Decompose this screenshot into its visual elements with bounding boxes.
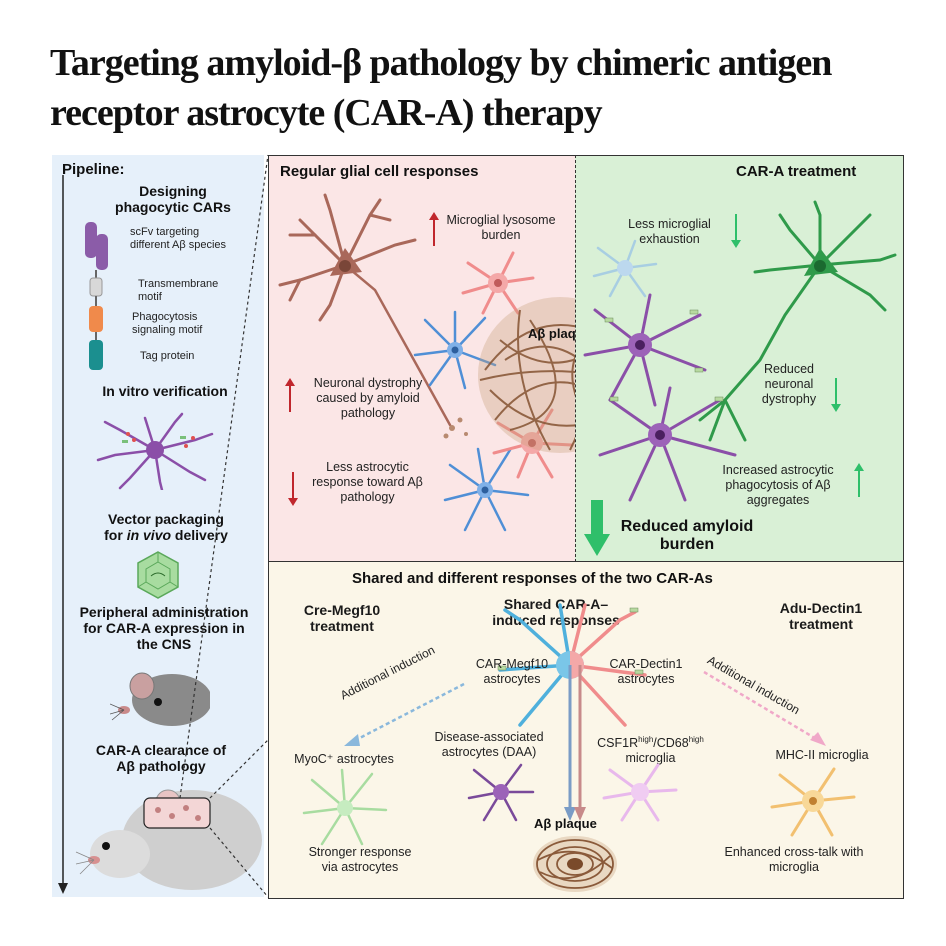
mouse-head-illustration [110,672,210,726]
plaque-label-bottom: Aβ plaque [534,816,597,831]
daa-label: Disease-associated astrocytes (DAA) [434,730,544,759]
csf-text-2: /CD68 [653,736,689,751]
pipeline-heading: Pipeline: [62,161,125,178]
shared-down-arrows [564,665,586,821]
exhaustion-down-arrow [731,214,741,248]
pipeline-step-clearance: CAR-A clearance of Aβ pathology [95,742,227,774]
csf1r-microglia-label: CSF1Rhigh/CD68high microglia [588,732,713,766]
adu-dectin1-heading: Adu-Dectin1 treatment [779,600,863,632]
astrocytic-response-label: Less astrocytic response toward Aβ patho… [312,460,423,504]
aav-capsid-icon [137,551,179,599]
car-label-tag: Tag protein [140,350,195,362]
csf-text-1: CSF1R [597,736,639,751]
pipeline-step-vector: Vector packaging for in vivo delivery [76,511,256,543]
vector-line2b: delivery [171,527,228,543]
additional-induction-right-arrow [703,670,826,746]
car-construct-diagram [85,222,108,370]
myoc-astrocyte-illustration [302,768,388,846]
csf-sup-2: high [688,735,704,744]
invitro-astrocyte-illustration [96,412,214,490]
pipeline-panel [52,155,264,897]
amyloid-plaque-small [533,836,617,892]
csf-sup-1: high [638,735,654,744]
scfv-domain-top [85,222,97,258]
car-astrocyte-purple-bottom [598,386,737,502]
pipeline-step-designing: Designing phagocytic CARs [115,183,231,215]
scfv-domain-bottom [96,234,108,270]
regular-heading: Regular glial cell responses [280,163,479,180]
neuronal-dystrophy-label: Neuronal dystrophy caused by amyloid pat… [313,376,423,420]
page-title: Targeting amyloid-β pathology by chimeri… [50,38,930,138]
astrocyte-blue-bottom [443,447,530,532]
pipeline-step-invitro: In vitro verification [102,383,228,399]
neuron-dystrophic-illustration [278,193,468,439]
pipeline-step-administration: Peripheral administration for CAR-A expr… [79,604,249,652]
car-label-transmembrane: Transmembrane motif [138,278,219,303]
shared-heading: Shared and different responses of the tw… [352,570,713,587]
mhc-microglia-illustration [770,767,856,837]
mouse-brain-illustration [75,789,262,890]
vector-line1: Vector packaging [108,511,224,527]
astrocytic-response-down-arrow [288,472,298,506]
csf-text-3: microglia [625,751,676,766]
microglial-burden-up-arrow [429,212,439,246]
daa-astrocyte-illustration [467,763,535,822]
microglia-faded-green-panel [592,239,658,298]
stronger-response-label: Stronger response via astrocytes [308,845,412,874]
csf1r-microglia-illustration [602,763,678,822]
mhc-microglia-label: MHC-II microglia [775,748,869,762]
enhanced-crosstalk-label: Enhanced cross-talk with microglia [724,845,864,874]
megf10-astrocytes-label: CAR-Megf10 astrocytes [475,657,549,686]
cre-megf10-heading: Cre-Megf10 treatment [303,602,381,634]
reduced-amyloid-label: Reduced amyloid burden [620,518,754,553]
microglia-pink-bottom [492,408,574,479]
microglia-pink-top [461,251,535,315]
title-line-2: receptor astrocyte (CAR-A) therapy [50,92,603,134]
dual-car-astrocyte-illustration [497,603,647,727]
additional-induction-left-arrow [344,682,465,746]
pipeline-timeline-arrow [58,175,68,894]
dystrophy-down-arrow [831,378,841,412]
phagocytosis-up-arrow [854,463,864,497]
car-astrocyte-purple-top [583,293,707,407]
car-label-scfv: scFv targeting different Aβ species [130,226,227,251]
car-label-signaling: Phagocytosis signaling motif [132,311,203,336]
neuronal-dystrophy-up-arrow [285,378,295,412]
astrocyte-blue-left [413,310,497,390]
dectin1-astrocytes-label: CAR-Dectin1 astrocytes [609,657,683,686]
increased-phagocytosis-label: Increased astrocytic phagocytosis of Aβ … [722,463,834,507]
title-line-1: Targeting amyloid-β pathology by chimeri… [50,42,832,84]
reduced-amyloid-big-arrow [584,500,610,556]
microglial-exhaustion-label: Less microglial exhaustion [628,217,711,246]
microglial-burden-label: Microglial lysosome burden [446,213,556,242]
vector-line2-italic: in vivo [126,527,172,543]
myoc-astrocytes-label: MyoC⁺ astrocytes [294,752,394,766]
car-a-treatment-panel [575,155,904,562]
signaling-domain [89,306,103,332]
car-a-heading: CAR-A treatment [736,163,857,180]
tag-domain [89,340,103,370]
reduced-dystrophy-label: Reduced neuronal dystrophy [761,362,817,406]
neuron-healthy-green [698,200,897,442]
vector-line2a: for [104,527,127,543]
